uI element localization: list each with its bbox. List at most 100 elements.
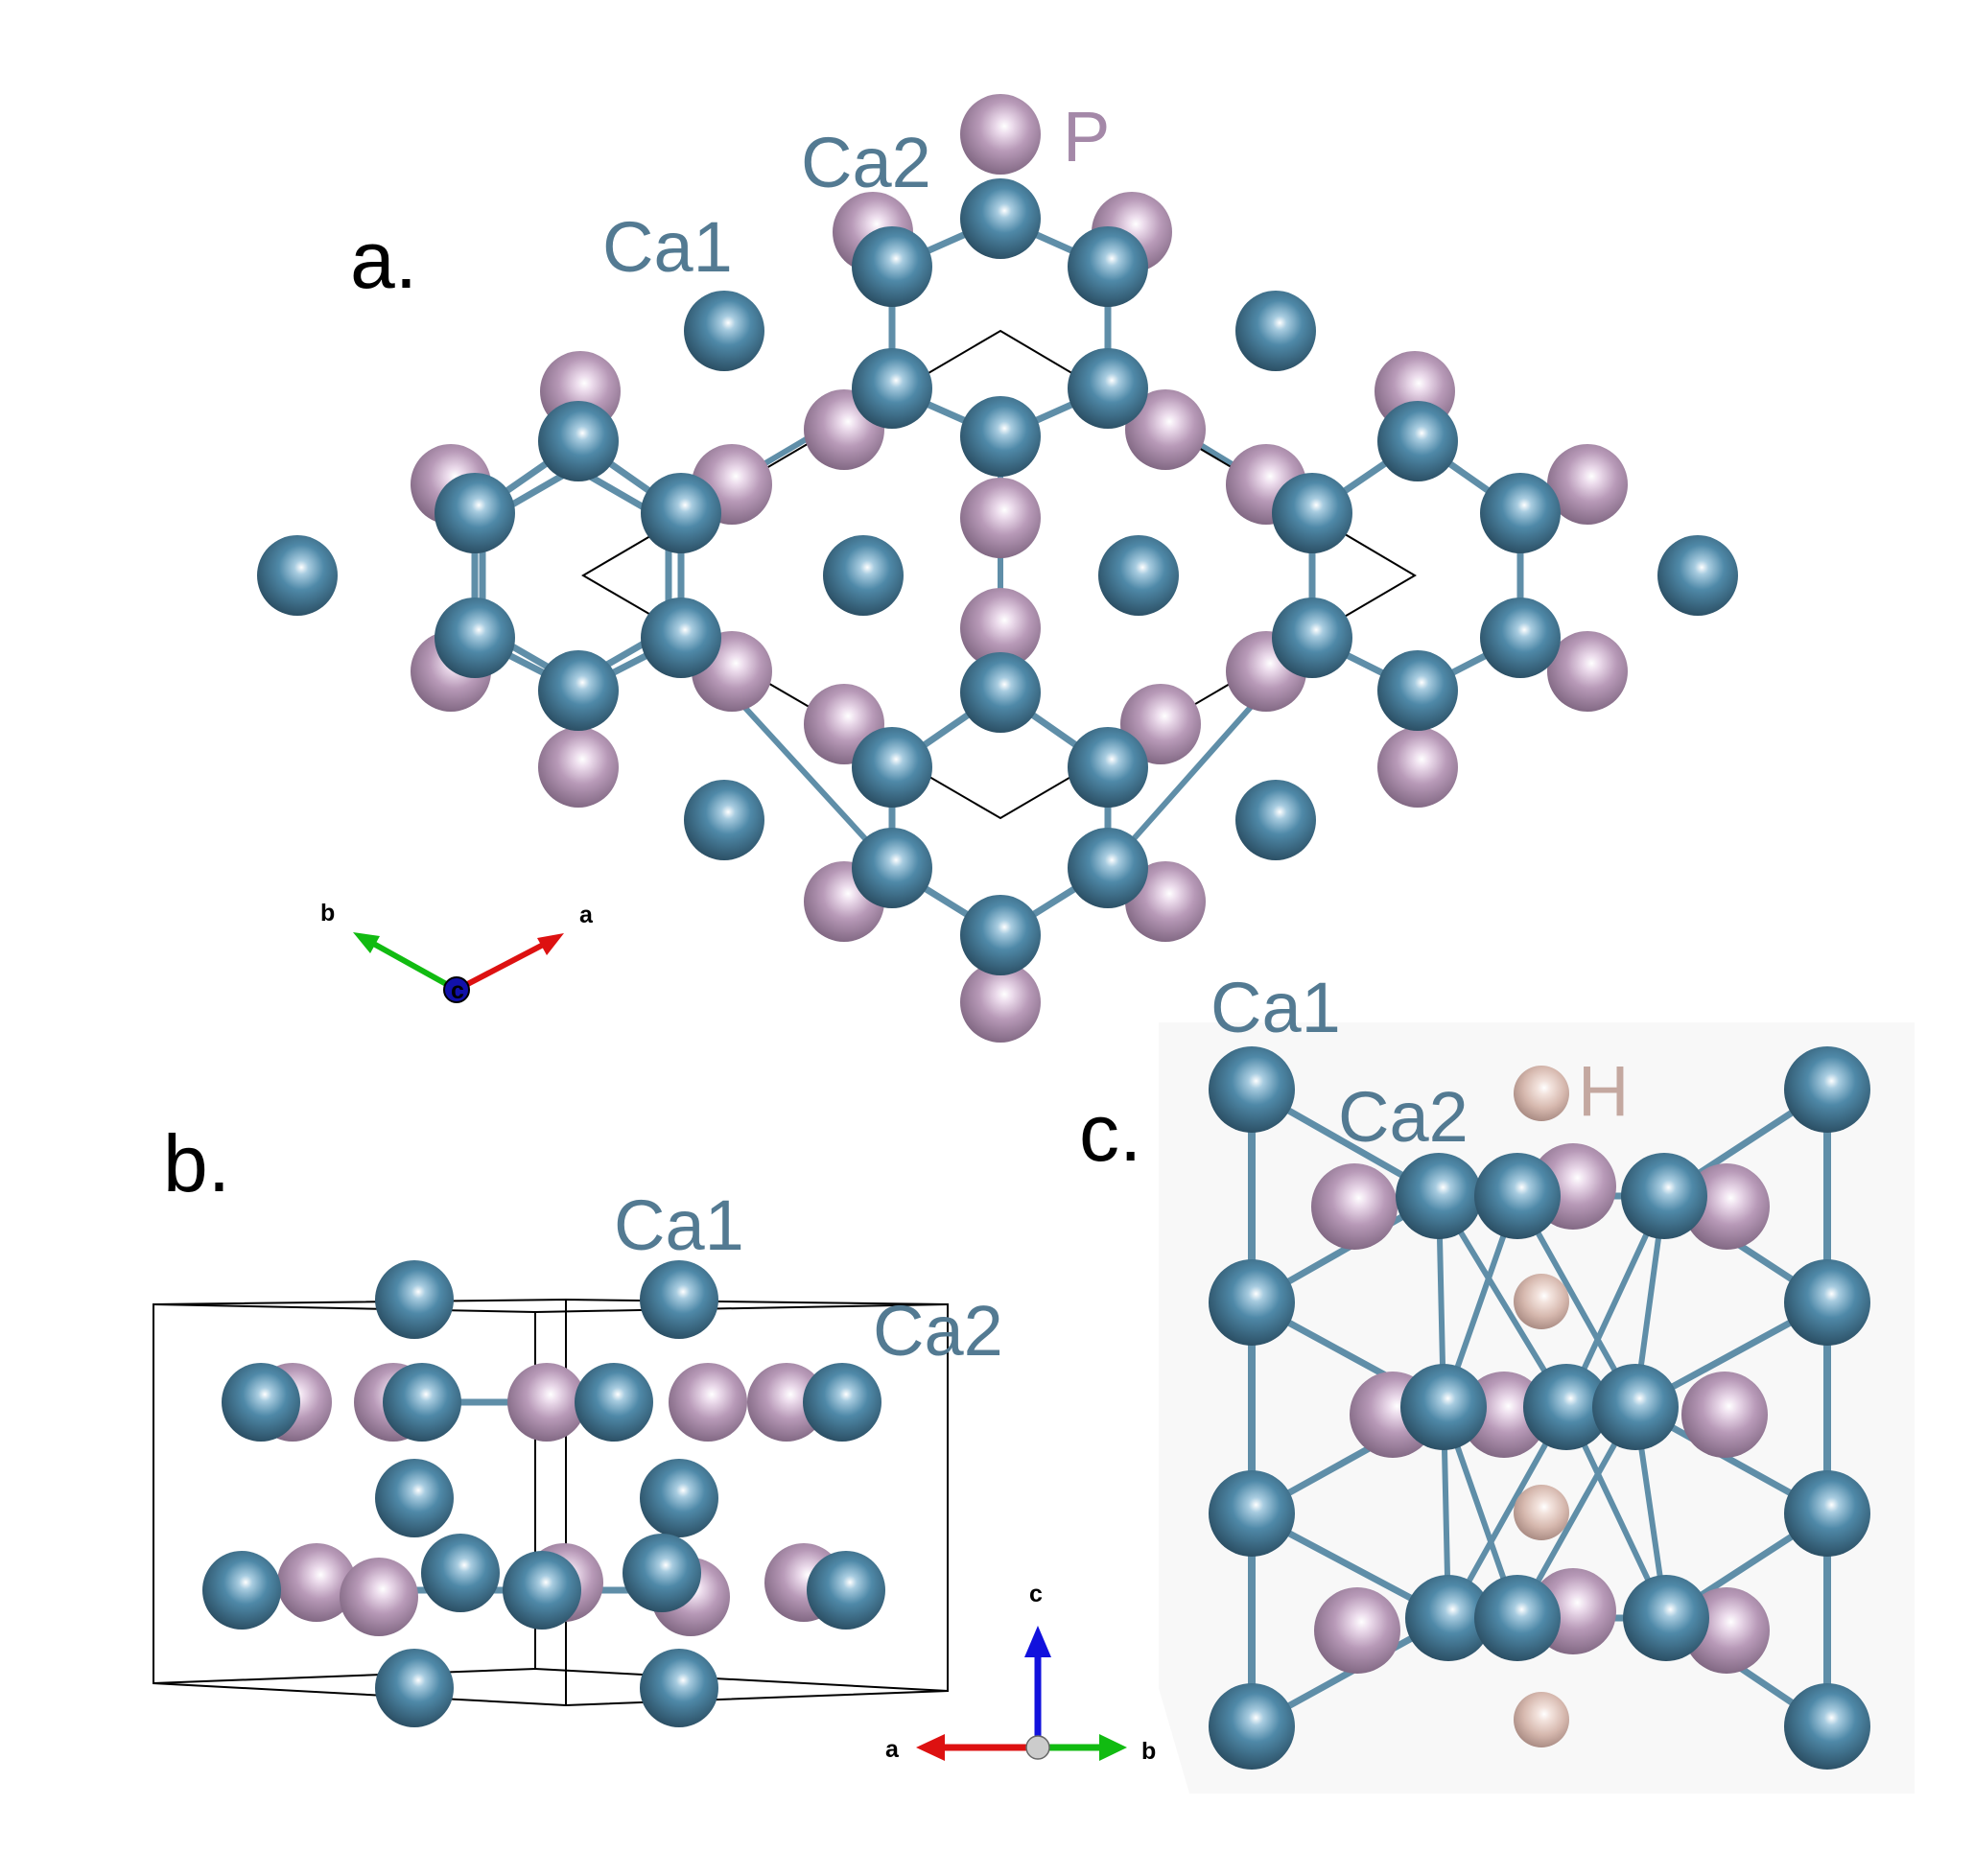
panel-c-label-ca1: Ca1 [1210, 968, 1341, 1047]
p-atom [960, 588, 1041, 668]
ca-atom [852, 348, 932, 429]
ca-atom [852, 727, 932, 808]
c-axis-arrowhead [1024, 1626, 1051, 1657]
panel-b-axes: a b c [885, 1581, 1156, 1765]
ca-atom [1784, 1046, 1870, 1133]
ca-atom [684, 291, 764, 371]
ca-atom [1592, 1364, 1679, 1450]
p-atom [1377, 727, 1458, 808]
ca-atom [435, 598, 515, 678]
ca-atom [575, 1363, 653, 1442]
ca-atom [1523, 1364, 1610, 1450]
ca-atom [375, 1459, 454, 1537]
h-atom [1514, 1274, 1569, 1329]
p-atom [1681, 1372, 1768, 1458]
ca-atom [803, 1363, 881, 1442]
ca-atom [684, 780, 764, 860]
panel-a-bonds [471, 215, 1524, 939]
p-atom [669, 1363, 747, 1442]
ca-atom [1400, 1364, 1487, 1450]
panel-b-label-ca1: Ca1 [614, 1185, 744, 1265]
h-atom [1514, 1485, 1569, 1540]
ca-atom [1657, 535, 1738, 616]
p-atom [538, 727, 619, 808]
p-atom [747, 1363, 826, 1442]
ca-atom [421, 1534, 500, 1612]
panel-a-axis-a-label: a [579, 902, 594, 928]
ca-atom [960, 652, 1041, 733]
ca-atom [1235, 780, 1316, 860]
ca-atom [538, 650, 619, 731]
ca-atom [852, 226, 932, 307]
panel-a-axis-b-label: b [320, 900, 335, 926]
a-axis-arrowhead [537, 933, 564, 955]
p-atom [277, 1543, 356, 1622]
ca-atom [503, 1551, 581, 1630]
ca-atom [1377, 401, 1458, 481]
panel-a: a. Ca1 Ca2 P c a b [257, 94, 1738, 1043]
c-axis-origin [443, 976, 470, 1003]
ca-atom [1068, 348, 1148, 429]
ca-atom [960, 396, 1041, 477]
ca-atom [960, 178, 1041, 259]
panel-b: b. Ca1 Ca2 a b c [153, 1118, 1156, 1765]
panel-a-axes: c a b [320, 900, 594, 1004]
ca-atom [807, 1551, 885, 1630]
b-axis-arrowhead [353, 932, 380, 953]
panel-c-label-h: H [1578, 1051, 1629, 1131]
ca-atom [375, 1260, 454, 1339]
ca-atom [640, 1260, 718, 1339]
panel-a-label-ca1: Ca1 [602, 207, 733, 287]
ca-atom [960, 895, 1041, 975]
ca-atom [383, 1363, 461, 1442]
ca-atom [375, 1649, 454, 1727]
ca-atom [1396, 1153, 1482, 1239]
ca-atom [202, 1551, 281, 1630]
p-atom [340, 1558, 418, 1636]
p-atom [960, 478, 1041, 558]
ca-atom [1209, 1470, 1295, 1557]
panel-b-letter: b. [163, 1118, 230, 1208]
ca-atom [623, 1534, 701, 1612]
panel-a-atoms [257, 94, 1738, 1043]
ca-atom [1474, 1153, 1561, 1239]
ca-atom [852, 828, 932, 908]
ca-atom [1272, 473, 1352, 553]
ca-atom [823, 535, 904, 616]
panel-b-axis-a-label: a [885, 1736, 900, 1763]
panel-a-axis-c-label: c [451, 977, 464, 1004]
panel-a-letter: a. [350, 215, 417, 305]
ca-atom [1068, 828, 1148, 908]
panel-c-atoms [1209, 1046, 1870, 1770]
ca-atom [1098, 535, 1179, 616]
ca-atom [1377, 650, 1458, 731]
ca-atom [1209, 1259, 1295, 1346]
ca-atom [1272, 598, 1352, 678]
ca-atom [641, 598, 721, 678]
panel-a-label-p: P [1063, 97, 1110, 176]
ca-atom [1209, 1046, 1295, 1133]
ca-atom [1784, 1470, 1870, 1557]
ca-atom [435, 473, 515, 553]
ca-atom [1209, 1683, 1295, 1770]
p-atom [1547, 631, 1628, 712]
p-atom [1547, 444, 1628, 525]
panel-b-unit-cell [153, 1298, 949, 1707]
panel-c-letter: c. [1079, 1088, 1141, 1178]
ca-atom [1480, 598, 1561, 678]
p-atom [507, 1363, 586, 1442]
p-atom [1125, 389, 1206, 470]
ca-atom [1235, 291, 1316, 371]
ca-atom [538, 401, 619, 481]
b-axis-arrowhead [1099, 1734, 1127, 1761]
h-atom [1514, 1066, 1569, 1121]
ca-atom [1405, 1575, 1492, 1661]
ca-atom [222, 1363, 300, 1442]
p-atom [960, 94, 1041, 175]
panel-b-axis-c-label: c [1029, 1581, 1043, 1607]
panel-c-label-ca2: Ca2 [1338, 1077, 1469, 1157]
ca-atom [1784, 1683, 1870, 1770]
h-atom [1514, 1692, 1569, 1747]
panel-b-atoms [202, 1260, 885, 1727]
